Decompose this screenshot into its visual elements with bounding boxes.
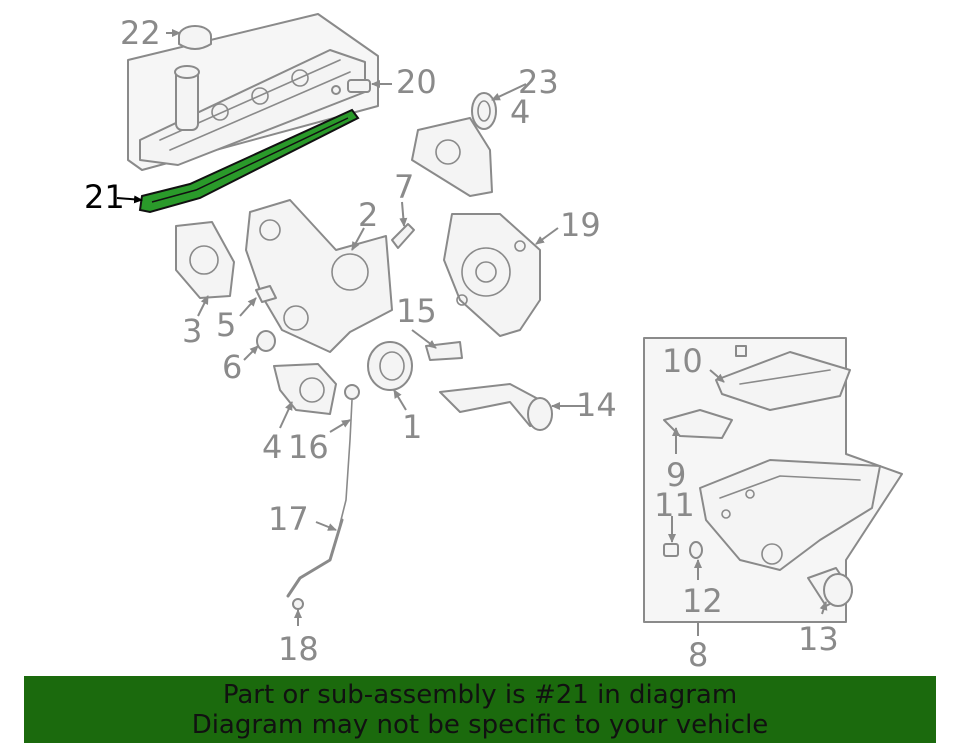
valve-cover [139, 49, 366, 166]
callout-5: 5 [216, 306, 236, 344]
callout-labels: 22 20 23 4 21 7 2 19 3 5 15 6 1 14 4 16 … [84, 14, 839, 674]
part-7-sensor [391, 223, 415, 249]
callout-22: 22 [120, 14, 161, 52]
part-3-water-pump [175, 221, 235, 299]
part-4-front-cover [411, 117, 493, 197]
callout-12: 12 [682, 582, 723, 620]
callout-1: 1 [402, 408, 422, 446]
part-5-gasket [255, 285, 277, 303]
callout-19: 19 [560, 206, 601, 244]
part-19-oil-pump [443, 213, 541, 337]
part-20-sensor [331, 79, 371, 95]
part-1-crank-pulley [367, 341, 413, 391]
part-11-drain-bolt [663, 543, 679, 557]
part-2-timing-cover [245, 199, 393, 353]
callout-8: 8 [688, 636, 708, 674]
part-21-valve-cover-gasket [138, 108, 360, 214]
part-6-o-ring [256, 330, 276, 352]
callout-17: 17 [268, 500, 309, 538]
callout-11: 11 [654, 486, 695, 524]
part-10-baffle [715, 351, 851, 411]
part-22-oil-cap [178, 25, 212, 50]
callout-21: 21 [84, 178, 125, 216]
callout-4-upper: 4 [510, 93, 530, 131]
part-10-bolt [735, 345, 747, 357]
callout-2: 2 [358, 196, 378, 234]
callout-15: 15 [396, 292, 437, 330]
callout-13: 13 [798, 620, 839, 658]
callout-10: 10 [662, 342, 703, 380]
callout-14: 14 [576, 386, 617, 424]
callout-9: 9 [666, 456, 686, 494]
callout-6: 6 [222, 348, 242, 386]
part-23-seal [471, 92, 497, 130]
callout-20: 20 [396, 63, 437, 101]
part-18-o-ring [292, 598, 304, 610]
leader-lines [116, 29, 828, 636]
part-4-housing [273, 363, 337, 415]
part-12-washer [689, 541, 703, 559]
footer-banner: Part or sub-assembly is #21 in diagram D… [24, 676, 936, 743]
footer-line-2: Diagram may not be specific to your vehi… [191, 709, 769, 740]
part-8-oil-pan [699, 459, 881, 571]
callout-18: 18 [278, 630, 319, 668]
part-16-dipstick-tube [339, 384, 360, 525]
part-14-oil-pickup [439, 383, 553, 431]
part-13-oil-filter [807, 567, 853, 607]
callout-16: 16 [288, 428, 329, 466]
footer-line-1: Part or sub-assembly is #21 in diagram [222, 679, 738, 710]
callout-3: 3 [182, 312, 202, 350]
callout-4-lower: 4 [262, 428, 282, 466]
part-17-dipstick [286, 518, 344, 598]
callout-7: 7 [394, 168, 414, 206]
callout-23: 23 [518, 63, 559, 101]
